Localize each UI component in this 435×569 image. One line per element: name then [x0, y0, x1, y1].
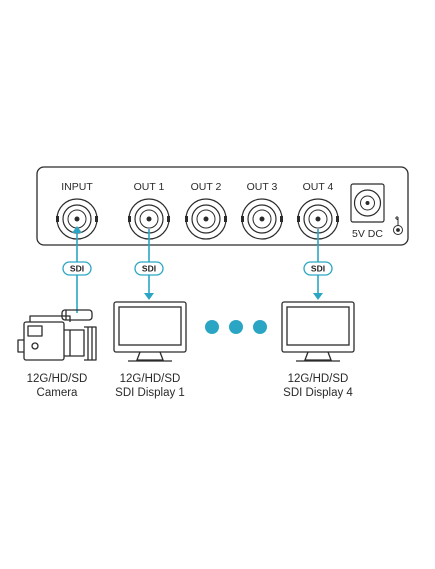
port-label-out1: OUT 1 — [134, 181, 165, 193]
arrowhead-display1 — [144, 293, 154, 300]
sdi-distribution-amplifier: INPUT OUT 1 OUT 2 OUT 3 OUT 4 — [36, 166, 409, 246]
sdi-tag-label: SDI — [142, 264, 156, 274]
sdi-tag-out1: SDI — [134, 261, 164, 276]
port-label-out2: OUT 2 — [191, 181, 222, 193]
port-label-input: INPUT — [61, 181, 93, 193]
power-jack — [350, 183, 385, 223]
display-4-icon — [281, 301, 355, 362]
display1-label-line2: SDI Display 1 — [115, 387, 185, 399]
bnc-connector-out3 — [241, 198, 283, 240]
bnc-connector-out4 — [297, 198, 339, 240]
arrowhead-display4 — [313, 293, 323, 300]
camera-label-line2: Camera — [37, 387, 79, 399]
display-1-icon — [113, 301, 187, 362]
camera-icon — [17, 309, 97, 361]
bnc-connector-input — [56, 198, 98, 240]
display1-label-line1: 12G/HD/SD — [120, 373, 181, 385]
display4-label-line1: 12G/HD/SD — [288, 373, 349, 385]
port-label-out3: OUT 3 — [247, 181, 278, 193]
sdi-tag-input: SDI — [62, 261, 92, 276]
arrowhead-input — [72, 226, 82, 233]
power-label: 5V DC — [352, 228, 383, 240]
sdi-tag-out4: SDI — [303, 261, 333, 276]
polarity-icon — [393, 216, 403, 235]
port-label-out4: OUT 4 — [303, 181, 334, 193]
dot — [253, 320, 267, 334]
bnc-connector-out2 — [185, 198, 227, 240]
ellipsis-dots — [205, 320, 267, 334]
dot — [205, 320, 219, 334]
camera-label-line1: 12G/HD/SD — [27, 373, 88, 385]
sdi-tag-label: SDI — [311, 264, 325, 274]
sdi-tag-label: SDI — [70, 264, 84, 274]
dot — [229, 320, 243, 334]
bnc-connector-out1 — [128, 198, 170, 240]
display4-label-line2: SDI Display 4 — [283, 387, 353, 399]
